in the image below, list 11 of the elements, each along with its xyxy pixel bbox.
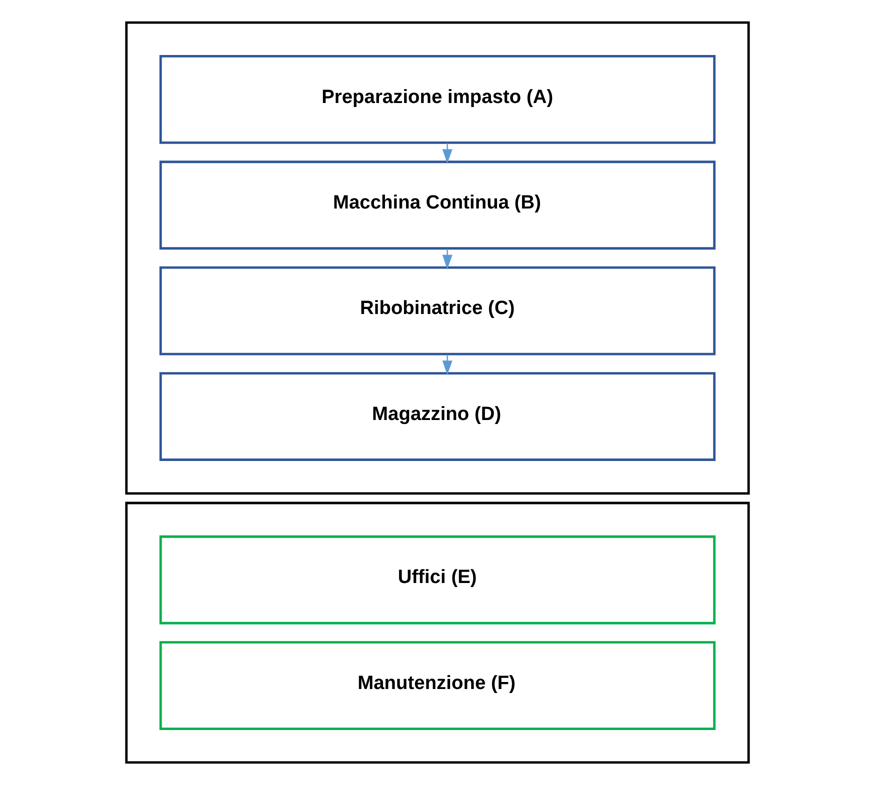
node-box: Preparazione impasto (A) <box>159 54 716 144</box>
node-box: Uffici (E) <box>159 535 716 624</box>
cluster <box>125 502 750 764</box>
node-box: Macchina Continua (B) <box>159 160 716 250</box>
arrow <box>442 248 452 270</box>
node-box: Manutenzione (F) <box>159 641 716 730</box>
node-box: Magazzino (D) <box>159 372 716 461</box>
arrow <box>442 143 452 164</box>
cluster <box>125 21 750 495</box>
arrow <box>442 354 452 375</box>
node-box: Ribobinatrice (C) <box>159 266 716 356</box>
